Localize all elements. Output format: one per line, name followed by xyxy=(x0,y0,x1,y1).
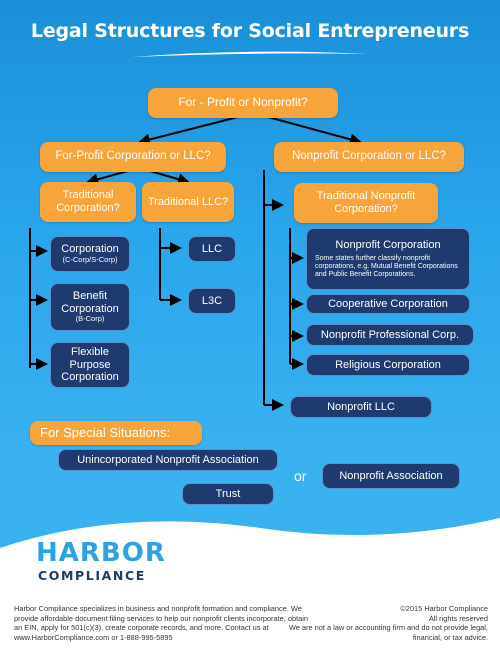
node-religious-corporation: Religious Corporation xyxy=(306,354,470,376)
node-trust: Trust xyxy=(182,483,274,505)
nonprofit-corporation-note: Some states further classify nonprofit c… xyxy=(315,254,458,278)
logo-compliance: COMPLIANCE xyxy=(38,568,146,583)
node-nonprofit-corp-or-llc: Nonprofit Corporation or LLC? xyxy=(274,142,464,172)
node-corporation: Corporation (C-Corp/S-Corp) xyxy=(50,236,130,272)
logo-harbor: HARBOR xyxy=(36,538,166,568)
benefit-label: Benefit Corporation xyxy=(61,290,119,315)
corporation-sub: (C-Corp/S-Corp) xyxy=(62,255,118,264)
footer-description: Harbor Compliance specializes in busines… xyxy=(14,604,309,642)
corporation-label: Corporation xyxy=(61,243,119,256)
node-traditional-corporation: Traditional Corporation? xyxy=(40,182,136,222)
footer-disclaimer: We are not a law or accounting firm and … xyxy=(288,623,488,642)
footer-legal: ©2015 Harbor Compliance All rights reser… xyxy=(288,604,488,643)
node-for-profit-corp-or-llc: For-Profit Corporation or LLC? xyxy=(40,142,226,172)
node-traditional-llc: Traditional LLC? xyxy=(142,182,234,222)
page-title: Legal Structures for Social Entrepreneur… xyxy=(30,20,470,42)
node-nonprofit-association: Nonprofit Association xyxy=(322,463,460,489)
footer-wave xyxy=(0,518,500,671)
node-flexible-purpose-corporation: Flexible Purpose Corporation xyxy=(50,342,130,388)
node-nonprofit-corporation: Nonprofit Corporation Some states furthe… xyxy=(306,228,470,290)
title-swoosh xyxy=(132,51,368,57)
node-unincorporated-association: Unincorporated Nonprofit Association xyxy=(58,449,278,471)
node-nonprofit-llc: Nonprofit LLC xyxy=(290,396,432,418)
special-situations-heading: For Special Situations: xyxy=(30,421,202,445)
node-nonprofit-professional-corp: Nonprofit Professional Corp. xyxy=(306,324,474,346)
node-l3c: L3C xyxy=(188,288,236,314)
benefit-sub: (B-Corp) xyxy=(75,314,105,324)
node-traditional-nonprofit: Traditional Nonprofit Corporation? xyxy=(294,183,438,223)
or-label: or xyxy=(294,468,307,484)
node-cooperative-corporation: Cooperative Corporation xyxy=(306,294,470,314)
footer xyxy=(0,508,500,671)
node-for-profit-or-nonprofit: For - Profit or Nonprofit? xyxy=(148,88,338,118)
footer-rights: All rights reserved xyxy=(428,613,488,623)
node-benefit-corporation: Benefit Corporation (B-Corp) xyxy=(50,283,130,331)
nonprofit-corporation-label: Nonprofit Corporation xyxy=(335,239,441,252)
node-llc: LLC xyxy=(188,236,236,262)
footer-copyright: ©2015 Harbor Compliance xyxy=(400,604,488,613)
